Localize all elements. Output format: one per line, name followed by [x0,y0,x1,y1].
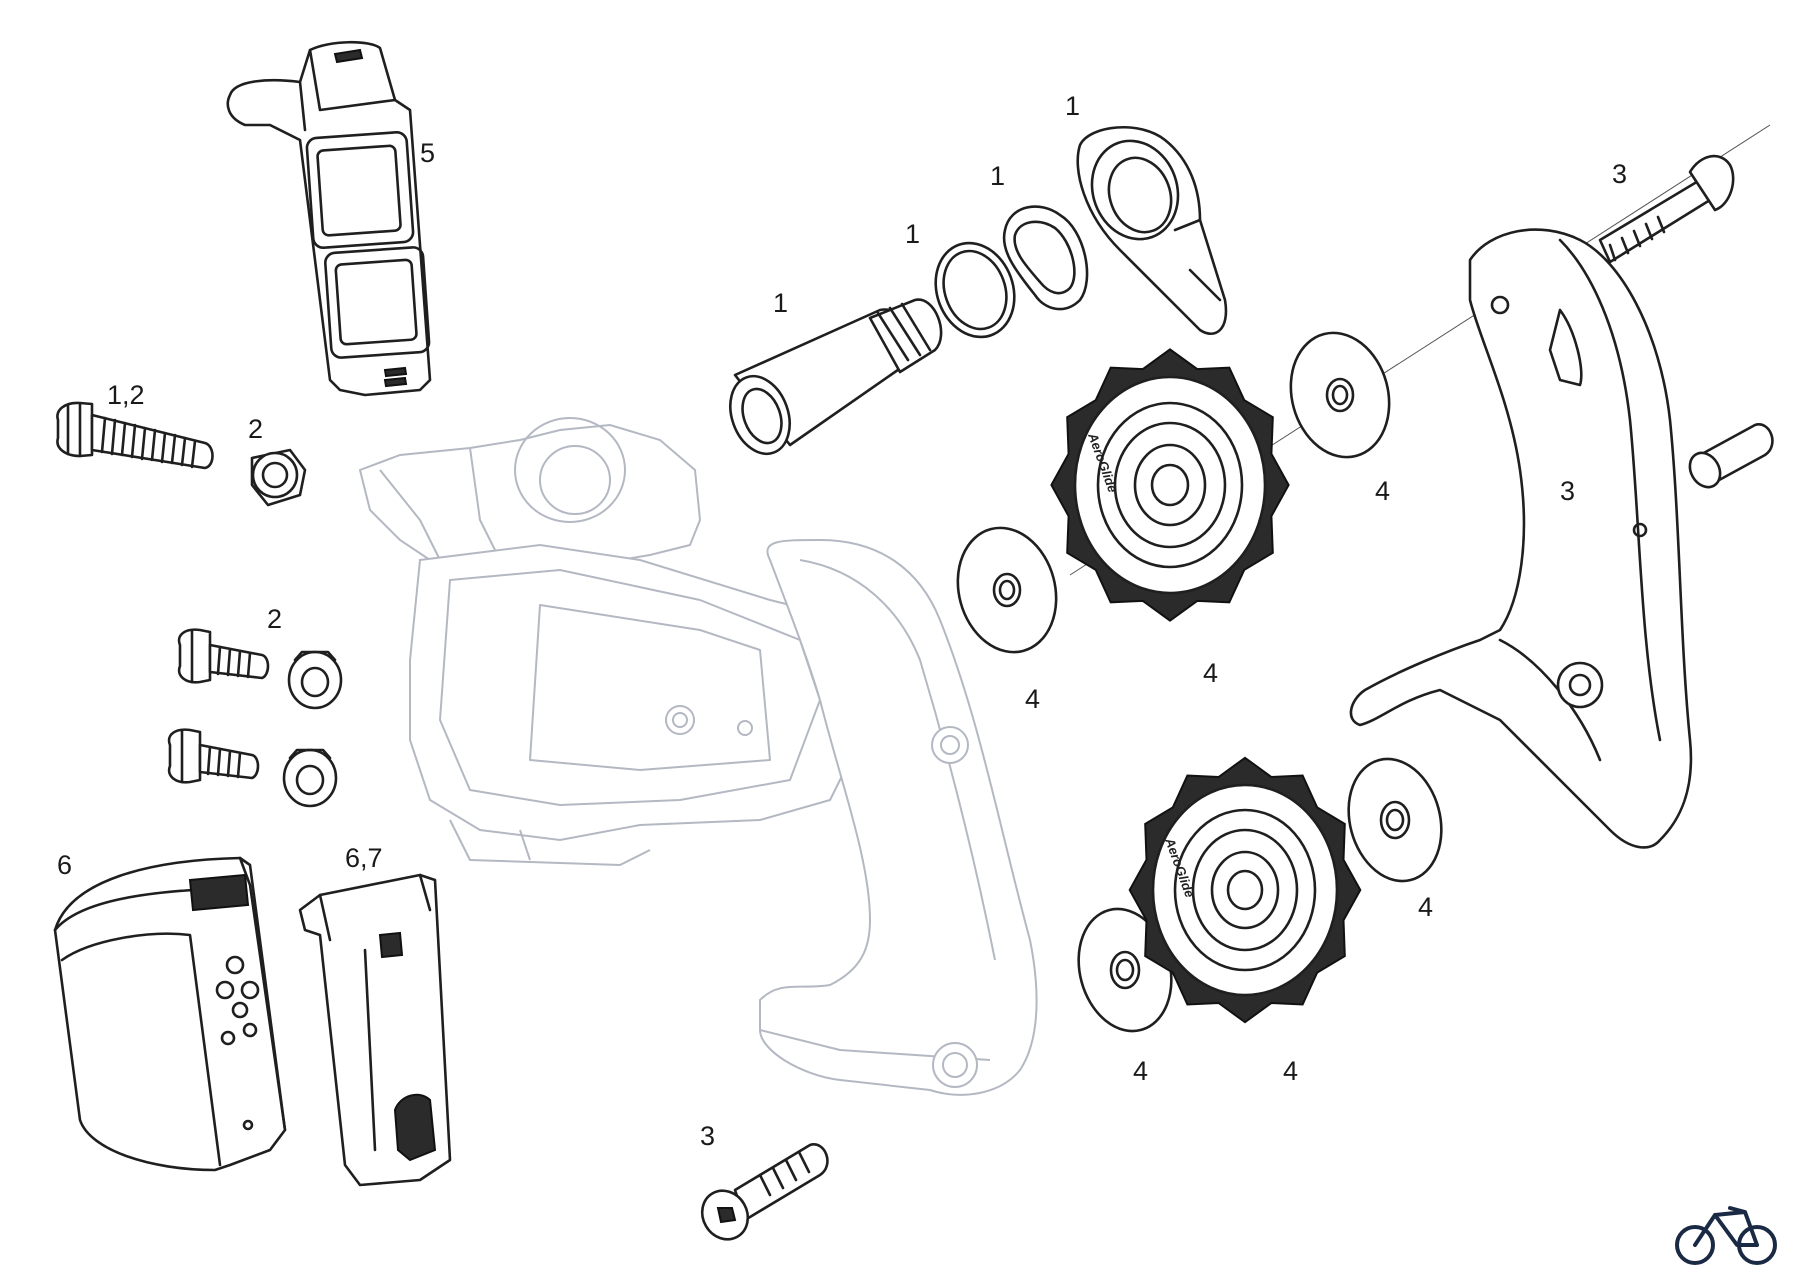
callout-4-washer-upper-right: 4 [1375,476,1390,506]
part-1-o-ring [934,241,1016,339]
part-2-small-bolt-a [177,628,270,684]
part-3-cage-bolt-top [1598,154,1735,264]
callout-4-pulley-upper: 4 [1203,658,1218,688]
callout-1-seal: 1 [990,161,1005,191]
part-4-washer-upper-right [1289,331,1391,459]
part-2-slotted-nut-b [282,748,338,808]
part-5-battery-cover [226,40,432,397]
part-3-cage-bolt-bottom [700,1143,829,1241]
callout-2-nut-upper: 2 [248,414,263,444]
part-1-2-long-bolt [56,401,214,470]
callout-4-washer-upper-left: 4 [1025,684,1040,714]
callout-3-cage-plate: 3 [1560,476,1575,506]
part-1-seal [1002,205,1089,311]
callout-3-bolt-top: 3 [1612,159,1627,189]
part-2-slotted-nut-a [287,650,343,710]
battery-clip-brand: SRAM [394,979,415,1025]
callout-1-axle: 1 [773,288,788,318]
part-4-washer-lower-right [1347,757,1443,883]
callout-5-cover: 5 [420,138,435,168]
part-3-inner-cage-plate [1349,228,1693,849]
derailleur-body-ghost [358,417,1038,1096]
part-1-knuckle-plate [1076,125,1228,335]
callout-6-7-clip: 6,7 [345,843,383,873]
bicycle-icon [1675,1206,1777,1265]
part-4-pulley-upper: AeroGlide [1050,348,1290,622]
part-4-washer-upper-left [956,526,1058,654]
part-2-small-bolt-b [167,728,260,784]
callout-4-washer-lower-left: 4 [1133,1056,1148,1086]
callout-4-pulley-lower: 4 [1283,1056,1298,1086]
part-1-pivot-axle [729,298,943,456]
callout-labels: 1 1 1 1 1,2 2 2 3 3 3 4 4 4 4 4 4 5 6 6,… [57,91,1627,1151]
part-3-spacer-pin [1688,423,1774,489]
callout-1-2-bolt: 1,2 [107,380,145,410]
part-6-7-battery-clip: SRAM [298,873,452,1187]
callout-6-battery: 6 [57,850,72,880]
callout-1-knuckle: 1 [1065,91,1080,121]
callout-3-bolt-bottom: 3 [700,1121,715,1151]
part-2-nut-upper [250,448,307,507]
part-6-battery [53,856,287,1172]
callout-1-o-ring: 1 [905,219,920,249]
part-4-pulley-lower: AeroGlide [1128,756,1362,1024]
callout-2-small-bolts: 2 [267,604,282,634]
callout-4-washer-lower-right: 4 [1418,892,1433,922]
